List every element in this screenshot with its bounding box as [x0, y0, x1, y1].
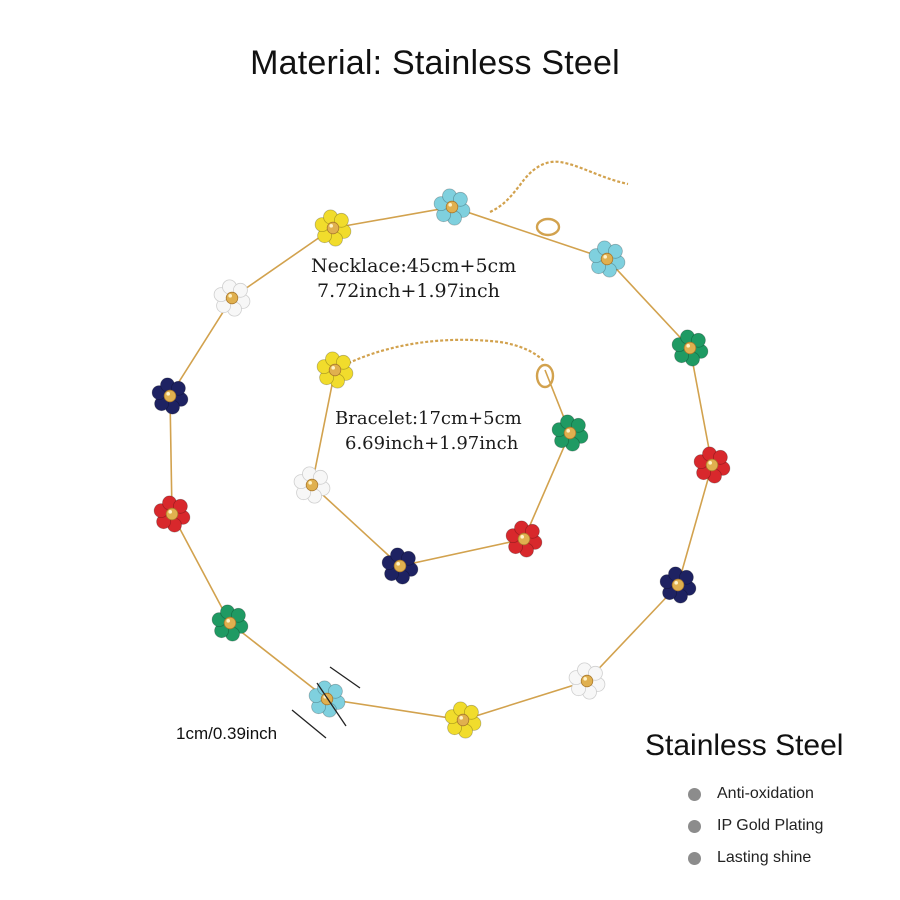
bullet-dot-icon: [688, 851, 701, 865]
bracelet-extender-chain: [334, 338, 546, 371]
flower-bead: [381, 547, 419, 585]
flower-bead: [213, 279, 251, 317]
bead-highlight: [708, 461, 712, 465]
bead-highlight: [168, 510, 172, 514]
flower-bead: [693, 446, 731, 484]
petal-bead: [230, 607, 246, 623]
feature-label: IP Gold Plating: [717, 817, 824, 834]
petal-bead: [607, 243, 623, 259]
necklace-size-cm: Necklace:45cm+5cm: [311, 255, 517, 277]
bead-highlight: [226, 619, 230, 623]
necklace-chain: [169, 206, 713, 721]
bead-highlight: [583, 677, 587, 681]
bead-highlight: [228, 294, 232, 298]
bead-highlight: [396, 562, 400, 566]
bracelet-clasp: [535, 363, 555, 389]
bullet-dot-icon: [688, 787, 701, 801]
flower-bead: [153, 495, 191, 533]
bracelet-size-label: Bracelet:17cm+5cm 6.69inch+1.97inch: [335, 406, 522, 456]
feature-item: Lasting shine: [688, 842, 823, 874]
necklace-size-label: Necklace:45cm+5cm 7.72inch+1.97inch: [311, 254, 516, 304]
features-list: Anti-oxidation IP Gold Plating Lasting s…: [688, 778, 823, 874]
flower-bead: [314, 209, 352, 247]
flower-size-label: 1cm/0.39inch: [176, 724, 278, 743]
flower-bead: [588, 240, 626, 278]
petal-bead: [232, 282, 248, 298]
necklace-size-inch: 7.72inch+1.97inch: [317, 280, 500, 302]
bracelet-size-cm: Bracelet:17cm+5cm: [335, 408, 522, 429]
flower-bead: [551, 414, 589, 452]
center-bead: [683, 341, 697, 355]
feature-item: Anti-oxidation: [688, 778, 823, 810]
petal-bead: [587, 665, 603, 681]
bead-highlight: [166, 392, 170, 396]
flower-bead: [211, 604, 249, 642]
center-bead: [563, 426, 577, 440]
center-bead: [671, 578, 685, 592]
center-bead: [445, 200, 459, 214]
petal-bead: [172, 498, 188, 514]
feature-item: IP Gold Plating: [688, 810, 823, 842]
flowers: [151, 188, 731, 739]
bullet-dot-icon: [688, 819, 701, 833]
center-bead: [580, 674, 594, 688]
bead-highlight: [603, 255, 607, 259]
center-bead: [328, 363, 342, 377]
bead-highlight: [308, 481, 312, 485]
flower-bead: [671, 329, 709, 367]
petal-bead: [452, 191, 468, 207]
bead-highlight: [329, 224, 333, 228]
center-bead: [223, 616, 237, 630]
flower-bead: [505, 520, 543, 558]
necklace-clasp: [535, 217, 561, 237]
features-title: Stainless Steel: [645, 729, 844, 762]
center-bead: [165, 507, 179, 521]
center-bead: [326, 221, 340, 235]
petal-bead: [463, 704, 479, 720]
petal-bead: [335, 354, 351, 370]
petal-bead: [690, 332, 706, 348]
page-title: Material: Stainless Steel: [250, 44, 620, 82]
feature-label: Lasting shine: [717, 849, 812, 866]
bead-highlight: [448, 203, 452, 207]
flower-bead: [316, 351, 354, 389]
center-bead: [305, 478, 319, 492]
flower-bead: [293, 466, 331, 504]
petal-bead: [400, 550, 416, 566]
feature-label: Anti-oxidation: [717, 785, 814, 802]
bead-highlight: [566, 429, 570, 433]
petal-bead: [712, 449, 728, 465]
center-bead: [456, 713, 470, 727]
petal-bead: [312, 469, 328, 485]
flower-bead: [308, 680, 346, 718]
bead-highlight: [686, 344, 690, 348]
center-bead: [517, 532, 531, 546]
necklace-extender-chain: [489, 160, 629, 213]
flower-bead: [444, 701, 482, 739]
bead-highlight: [459, 716, 463, 720]
flower-bead: [568, 662, 606, 700]
flower-bead: [151, 377, 189, 415]
flower-bead: [659, 566, 697, 604]
center-bead: [600, 252, 614, 266]
petal-bead: [570, 417, 586, 433]
bracelet-size-inch: 6.69inch+1.97inch: [345, 433, 519, 454]
flower-dimension-marker: [291, 666, 361, 739]
petal-bead: [678, 569, 694, 585]
bead-highlight: [674, 581, 678, 585]
petal-bead: [170, 380, 186, 396]
center-bead: [163, 389, 177, 403]
bead-highlight: [520, 535, 524, 539]
center-bead: [225, 291, 239, 305]
petal-bead: [327, 683, 343, 699]
bead-highlight: [331, 366, 335, 370]
center-bead: [705, 458, 719, 472]
center-bead: [393, 559, 407, 573]
flower-bead: [433, 188, 471, 226]
petal-bead: [333, 212, 349, 228]
petal-bead: [524, 523, 540, 539]
